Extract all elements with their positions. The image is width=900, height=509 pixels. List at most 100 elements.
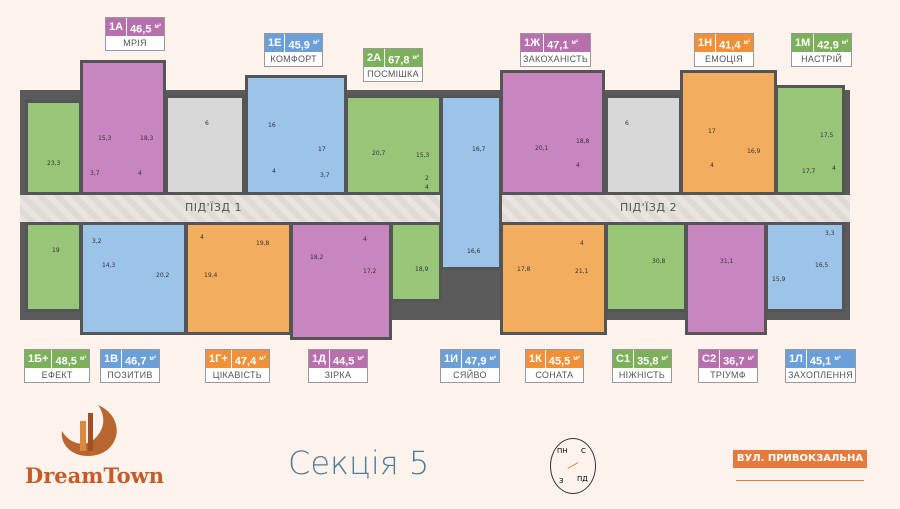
tag-name: ЦІКАВІСТЬ xyxy=(212,370,262,380)
tag-unit: м² xyxy=(312,40,320,46)
stairwell-1 xyxy=(165,95,245,195)
tag-unit: м² xyxy=(489,356,496,362)
tag-unit: м² xyxy=(79,356,87,362)
apartment-2a-lower[interactable] xyxy=(390,222,442,302)
room-area: 20,2 xyxy=(156,272,170,279)
street-label: ВУЛ. ПРИВОКЗАЛЬНА xyxy=(733,450,867,468)
room-area: 20,1 xyxy=(535,145,549,152)
compass-north: ПН xyxy=(557,447,568,455)
apartment-c2[interactable] xyxy=(685,222,767,335)
room-area: 17,2 xyxy=(363,268,377,275)
tag-area: 45,9 xyxy=(288,39,310,52)
tag-code: 1Д xyxy=(312,353,326,365)
tag-name: СОНАТА xyxy=(535,370,574,380)
apartment-1n[interactable] xyxy=(680,70,777,195)
room-area: 16,5 xyxy=(815,262,829,269)
tag-unit: м² xyxy=(154,24,161,30)
room-area: 14,3 xyxy=(102,262,116,269)
room-area: 19,8 xyxy=(256,240,270,247)
tag-area: 48,5 xyxy=(55,355,77,368)
room-area: 6 xyxy=(625,120,629,127)
apartment-1v[interactable] xyxy=(80,222,187,335)
tag-unit: м² xyxy=(259,356,266,362)
room-area: 19 xyxy=(52,247,60,254)
tag-area: 47,4 xyxy=(234,355,257,368)
tag-unit: м² xyxy=(841,40,849,46)
room-area: 4 xyxy=(710,162,714,169)
apartment-1zh[interactable] xyxy=(500,70,605,195)
room-area: 4 xyxy=(580,240,584,247)
room-area: 30,8 xyxy=(652,258,666,265)
apartment-1l[interactable] xyxy=(765,222,845,312)
apartment-2a[interactable] xyxy=(345,95,442,195)
tag-unit: м² xyxy=(571,40,578,46)
apartment-1i[interactable] xyxy=(440,95,502,270)
tag-area: 45,5 xyxy=(548,355,571,368)
room-area: 20,7 xyxy=(372,150,386,157)
tag-area: 47,9 xyxy=(465,355,487,368)
entrance-1-label: ПІД'ЇЗД 1 xyxy=(185,201,243,214)
compass-needle-icon xyxy=(567,462,579,469)
tag-code: 1Н xyxy=(698,37,713,49)
tag-area: 45,1 xyxy=(809,355,832,368)
tag-area: 46,7 xyxy=(125,355,147,368)
tag-code: С1 xyxy=(616,353,631,365)
room-area: 15,9 xyxy=(772,276,786,283)
apartment-1d[interactable] xyxy=(290,222,392,340)
compass-icon: ПН С ПД З xyxy=(550,438,596,494)
room-area: 4 xyxy=(138,170,142,177)
tag-unit: м² xyxy=(412,55,419,61)
apartment-1e[interactable] xyxy=(245,75,347,195)
tag-area: 44,5 xyxy=(332,355,355,368)
compass-south: ПД xyxy=(577,475,588,483)
room-area: 16 xyxy=(268,122,276,129)
tag-name: ПОЗИТИВ xyxy=(107,370,153,380)
room-area: 3,3 xyxy=(825,230,835,237)
room-area: 4 xyxy=(200,234,204,241)
apartment-1b[interactable] xyxy=(25,222,82,312)
tag-name: СЯЙВО xyxy=(453,370,487,380)
apartment-c1[interactable] xyxy=(605,222,687,312)
tag-unit: м² xyxy=(357,356,364,362)
room-area: 4 xyxy=(272,168,276,175)
room-area: 19,4 xyxy=(204,272,218,279)
room-area: 2 xyxy=(425,175,429,182)
apartment-1k[interactable] xyxy=(500,222,607,335)
tag-name: НАСТРІЙ xyxy=(801,54,843,64)
tag-area: 35,8 xyxy=(637,355,659,368)
tag-name: КОМФОРТ xyxy=(270,54,317,64)
tag-unit: м² xyxy=(743,40,750,46)
apartment-1m[interactable] xyxy=(775,85,845,195)
room-area: 17,5 xyxy=(820,132,834,139)
tag-code: 1В xyxy=(104,353,119,365)
tag-code: 1К xyxy=(529,353,542,365)
apartment-1a[interactable] xyxy=(80,60,166,195)
room-area: 17 xyxy=(318,146,326,153)
room-area: 18,2 xyxy=(310,254,324,261)
compass-east: С xyxy=(581,447,586,455)
logo-icon xyxy=(61,405,117,456)
tag-area: 47,1 xyxy=(547,39,569,52)
compass-west: З xyxy=(559,477,564,485)
apartment-2a-part[interactable] xyxy=(25,100,82,195)
room-area: 15,3 xyxy=(416,152,430,159)
tag-code: 1М xyxy=(795,37,811,49)
tag-area: 67,8 xyxy=(388,54,410,67)
room-area: 3,7 xyxy=(320,172,330,179)
